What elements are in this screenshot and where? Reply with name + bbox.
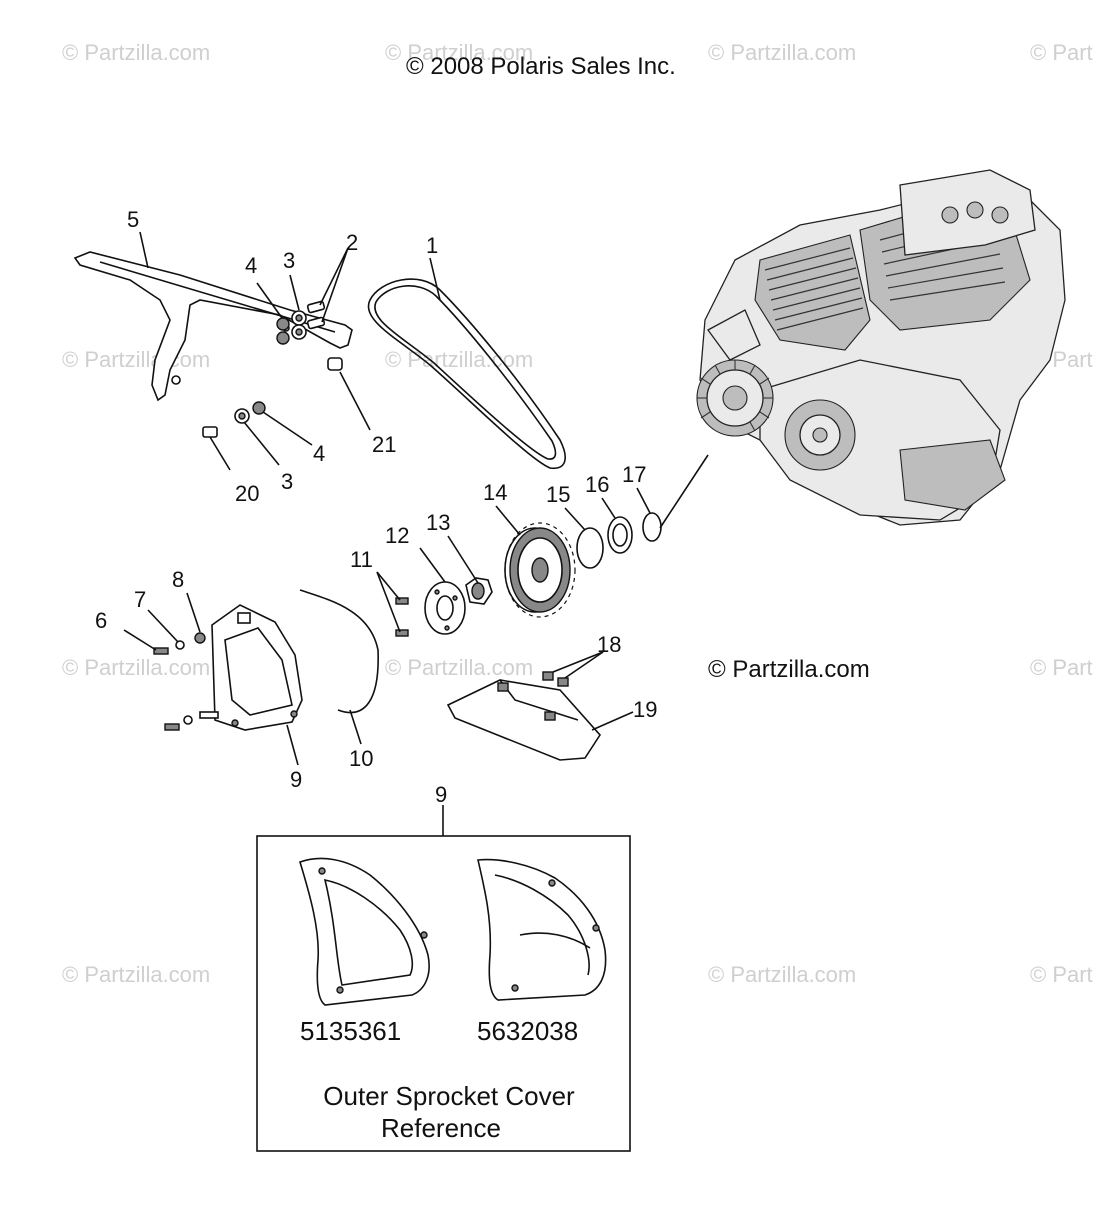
watermark: © Partzilla.com	[385, 40, 533, 65]
outer-sprocket-cover	[211, 604, 303, 731]
watermark: © Partzilla.com	[62, 962, 210, 987]
seal-rings	[576, 512, 662, 569]
reference-box: 5135361 5632038 Outer Sprocket Cover Ref…	[256, 835, 631, 1152]
cover-gasket	[299, 589, 379, 714]
cover-variant-b	[477, 858, 607, 1001]
reference-caption-line2: Reference	[381, 1113, 501, 1143]
screw	[395, 629, 409, 637]
part-number-a: 5135361	[300, 1016, 401, 1046]
callout-17: 17	[622, 462, 646, 487]
callout-7: 7	[134, 587, 146, 612]
callout-16: 16	[585, 472, 609, 497]
sprocket-nut	[465, 577, 493, 605]
watermark: © Partzilla.com	[708, 40, 856, 65]
copyright-notice: © 2008 Polaris Sales Inc.	[406, 53, 676, 80]
watermark: © Partzilla.com	[62, 40, 210, 65]
callout-21: 21	[372, 432, 396, 457]
callout-13: 13	[426, 510, 450, 535]
guard-hardware	[202, 300, 343, 438]
fastener	[557, 677, 569, 687]
callout-18: 18	[597, 632, 621, 657]
callout-9: 9	[435, 782, 447, 807]
cover-hardware	[153, 632, 219, 731]
reference-caption-line1: Outer Sprocket Cover	[323, 1081, 575, 1111]
drive-belt	[367, 278, 566, 469]
callout-labels: 1 2 3 4 5 21 4 3 20 14 15 16 17 13 12 11…	[95, 207, 657, 807]
watermark: © Partzilla.com	[62, 655, 210, 680]
watermark: © Part	[1030, 962, 1093, 987]
callout-2: 2	[346, 230, 358, 255]
callout-5: 5	[127, 207, 139, 232]
watermark: © Partzilla.com	[385, 655, 533, 680]
screw	[395, 597, 409, 605]
site-credit: © Partzilla.com	[708, 656, 870, 683]
callout-14: 14	[483, 480, 507, 505]
watermark: © Part	[1030, 655, 1093, 680]
callout-4: 4	[313, 441, 325, 466]
cover-variant-a	[299, 857, 430, 1006]
callout-1: 1	[426, 233, 438, 258]
callout-11: 11	[350, 547, 373, 572]
part-number-b: 5632038	[477, 1016, 578, 1046]
watermark: © Partzilla.com	[62, 347, 210, 372]
lock-plate	[424, 581, 466, 635]
callout-4: 4	[245, 253, 257, 278]
callout-9: 9	[290, 767, 302, 792]
watermark: © Partzilla.com	[708, 962, 856, 987]
engine-illustration	[696, 169, 1066, 526]
watermark: © Part	[1030, 40, 1093, 65]
callout-6: 6	[95, 608, 107, 633]
spacer-bushing	[327, 357, 343, 371]
callout-20: 20	[235, 481, 259, 506]
callout-19: 19	[633, 697, 657, 722]
callout-8: 8	[172, 567, 184, 592]
watermark: © Partzilla.com	[385, 347, 533, 372]
callout-15: 15	[546, 482, 570, 507]
callout-3: 3	[281, 469, 293, 494]
fastener	[542, 671, 554, 681]
callout-10: 10	[349, 746, 373, 771]
callout-12: 12	[385, 523, 409, 548]
callout-3: 3	[283, 248, 295, 273]
lower-guard	[446, 671, 602, 761]
leader-lines	[123, 231, 709, 836]
drive-sprocket	[504, 522, 576, 618]
